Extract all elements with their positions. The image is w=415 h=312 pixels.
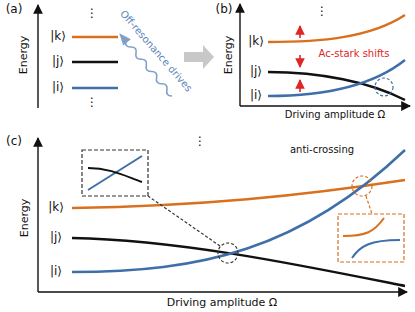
inset-curve [88, 168, 142, 182]
panel-b [240, 4, 410, 106]
state-label: |i⟩ [250, 89, 262, 103]
state-label: |j⟩ [52, 55, 64, 69]
ellipsis: ⋮ [316, 5, 328, 19]
axis-label: Driving amplitude Ω [167, 297, 278, 310]
ellipsis: ⋮ [86, 7, 98, 21]
level-i [72, 87, 118, 90]
state-label: |i⟩ [52, 81, 64, 95]
amplitude-axis [38, 291, 407, 292]
state-label: |j⟩ [250, 65, 262, 79]
panel-a [38, 5, 214, 108]
amplitude-axis [240, 105, 410, 106]
ellipsis: ⋮ [86, 96, 98, 110]
crossing-circle [375, 78, 393, 96]
inset-curve [352, 240, 400, 258]
level-k-curve [268, 15, 405, 42]
drive-label: Off-resonance drives [118, 8, 195, 94]
state-label: |k⟩ [248, 35, 264, 49]
state-label: |j⟩ [50, 231, 62, 245]
panel-tag: (c) [6, 135, 22, 149]
axis-label: Energy [19, 199, 32, 238]
zoom-leader [148, 196, 220, 246]
energy-axis [37, 138, 38, 292]
transition-arrow [184, 45, 214, 69]
panel-tag: (a) [6, 3, 23, 17]
anticrossing-circle [352, 176, 372, 196]
zoom-inset [338, 214, 404, 262]
state-label: |i⟩ [50, 265, 62, 279]
state-label: |k⟩ [50, 30, 66, 44]
zoom-inset [82, 150, 148, 196]
callout-label: anti-crossing [290, 144, 354, 156]
zoom-leader [366, 196, 372, 214]
shift-label: Ac-stark shifts [319, 48, 390, 60]
state-label: |k⟩ [48, 201, 64, 215]
axis-label: Energy [18, 36, 31, 75]
axis-label: Energy [223, 36, 236, 75]
level-j [72, 61, 118, 64]
level-i-curve [268, 60, 405, 96]
inset-curve [88, 156, 142, 190]
panel-c [38, 138, 407, 292]
crossing-circle [218, 243, 238, 263]
axis-label: Driving amplitude Ω [285, 109, 386, 121]
panel-tag: (b) [216, 3, 233, 17]
level-k [72, 36, 118, 39]
ellipsis: ⋮ [194, 135, 206, 149]
shift-arrow [299, 26, 301, 38]
level-i-curve [72, 150, 405, 272]
shift-arrow [299, 55, 301, 67]
energy-axis [37, 5, 38, 108]
energy-axis [239, 4, 240, 106]
shift-arrow [299, 80, 301, 92]
inset-curve [343, 218, 384, 236]
